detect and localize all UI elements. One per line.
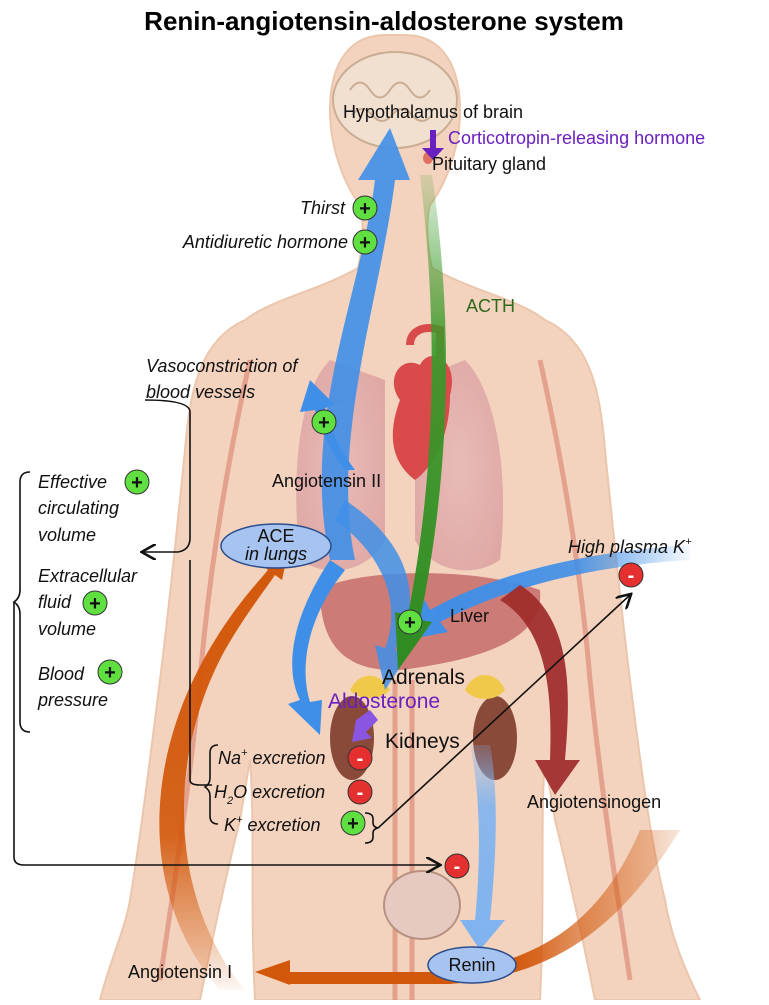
aldosterone-label: Aldosterone	[328, 690, 440, 713]
plus-badge-thirst: +	[352, 195, 378, 221]
blue-arrow-high-k	[405, 545, 690, 640]
minus-badge-na: -	[347, 745, 373, 771]
plus-badge-ecf: +	[82, 590, 108, 616]
angiotensin-ii-label: Angiotensin II	[272, 471, 381, 491]
minus-badge-renin: -	[444, 853, 470, 879]
angiotensinogen-label: Angiotensinogen	[527, 792, 661, 812]
effective-label-3: volume	[38, 525, 96, 545]
plus-badge-acth: +	[397, 609, 423, 635]
plus-badge-adh: +	[352, 229, 378, 255]
kidneys-label: Kidneys	[385, 730, 460, 753]
plus-badge-effective: +	[124, 469, 150, 495]
ecf-label-3: volume	[38, 619, 96, 639]
plus-badge-k-excretion: +	[340, 810, 366, 836]
crh-label: Corticotropin-releasing hormone	[448, 128, 705, 148]
effective-label-2: circulating	[38, 498, 119, 518]
minus-sign: -	[357, 782, 364, 804]
high-k-label: High plasma K+	[568, 536, 692, 557]
bp-label-1: Blood	[38, 664, 85, 684]
thirst-label: Thirst	[300, 198, 346, 218]
ecf-label-1: Extracellular	[38, 566, 138, 586]
plus-sign: +	[359, 198, 371, 220]
plus-sign: +	[318, 412, 330, 434]
pituitary-label: Pituitary gland	[432, 154, 546, 174]
vaso-label-2: blood vessels	[146, 382, 255, 402]
diagram-title: Renin-angiotensin-aldosterone system	[144, 6, 624, 36]
ecf-label-2: fluid	[38, 592, 72, 612]
plus-badge-bp: +	[97, 659, 123, 685]
renin-arrow	[460, 745, 505, 950]
blue-arrow-to-adrenals	[335, 500, 410, 690]
vaso-label-1: Vasoconstriction of	[146, 356, 299, 376]
ace-label-1: ACE	[257, 526, 294, 546]
renin-ellipse: Renin	[427, 946, 517, 984]
minus-sign: -	[628, 565, 635, 587]
plus-sign: +	[404, 612, 416, 634]
k-excretion-label: K+ excretion	[224, 814, 321, 835]
aldosterone-arrow	[352, 710, 378, 742]
bp-label-2: pressure	[37, 690, 108, 710]
blue-arrow-to-hypothalamus	[321, 128, 410, 560]
plus-sign: +	[359, 232, 371, 254]
effective-label-1: Effective	[38, 472, 107, 492]
minus-badge-h2o: -	[347, 779, 373, 805]
orange-arrow-to-ace	[159, 542, 290, 990]
acth-label: ACTH	[466, 296, 515, 316]
plus-badge-vasoconstriction: +	[311, 409, 337, 435]
plus-sign: +	[131, 472, 143, 494]
plus-sign: +	[89, 593, 101, 615]
renin-label: Renin	[448, 955, 495, 975]
bladder	[383, 870, 461, 940]
crh-arrow	[422, 130, 444, 160]
adrenals	[350, 674, 505, 699]
brain	[332, 51, 458, 164]
green-arrow-acth	[395, 175, 446, 670]
minus-badge-high-k: -	[618, 562, 644, 588]
na-excretion-label: Na+ excretion	[218, 747, 326, 768]
minus-sign: -	[454, 856, 461, 878]
hypothalamus-label: Hypothalamus of brain	[343, 102, 523, 122]
h2o-excretion-label: H2O excretion	[214, 782, 325, 807]
orange-arrow-to-ang1	[255, 830, 680, 985]
darkred-arrow-angiotensinogen	[500, 585, 580, 795]
angiotensin-i-label: Angiotensin I	[128, 962, 232, 982]
ace-label-2: in lungs	[245, 544, 307, 564]
adrenals-label: Adrenals	[382, 666, 465, 689]
blue-arrow-to-kidney-left	[288, 560, 345, 735]
minus-sign: -	[357, 748, 364, 770]
adh-label: Antidiuretic hormone	[182, 232, 348, 252]
plus-sign: +	[347, 813, 359, 835]
ace-ellipse: ACE in lungs	[220, 523, 332, 569]
feedback-lines	[12, 399, 630, 865]
plus-sign: +	[104, 662, 116, 684]
liver-label: Liver	[450, 606, 489, 626]
